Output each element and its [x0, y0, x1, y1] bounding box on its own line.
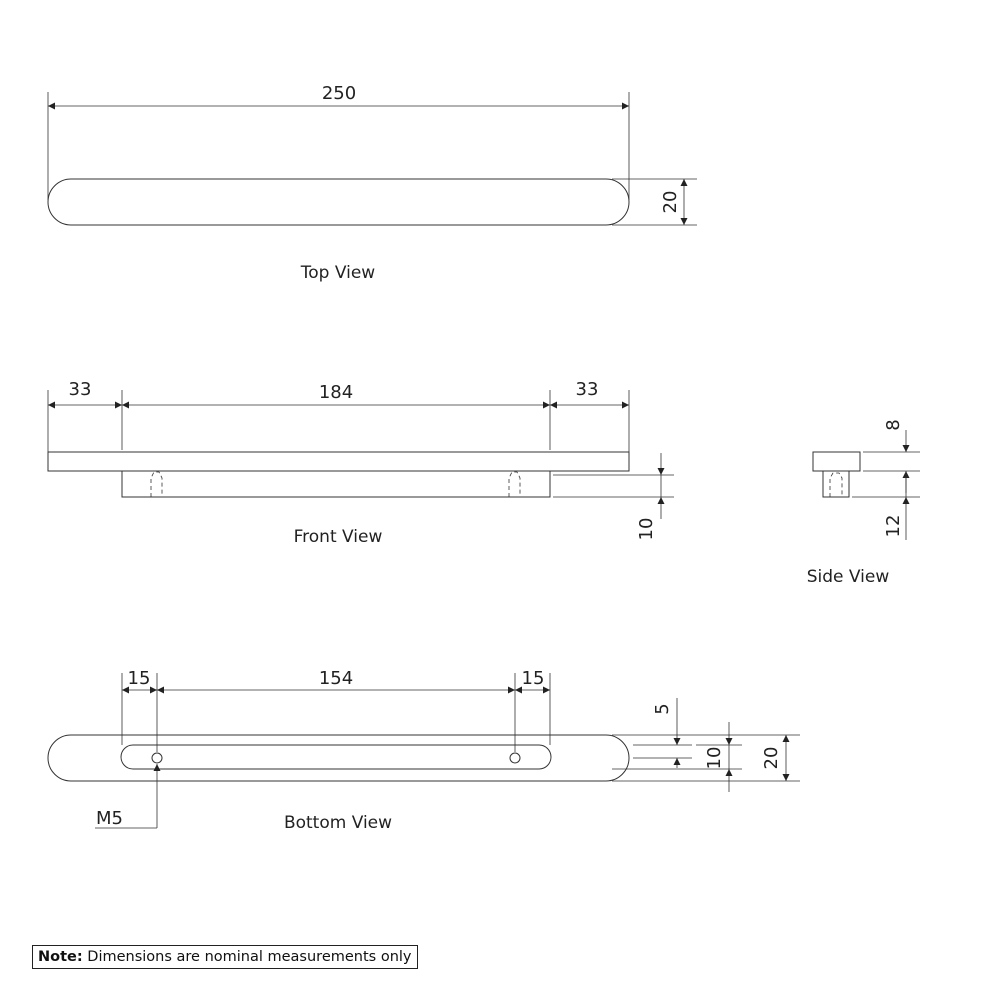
front-left-offset-label: 33: [69, 379, 92, 400]
bottom-left-hole: [151, 752, 163, 764]
side-view-caption: Side View: [807, 567, 890, 587]
front-view: 33 184 33 10 Front View: [47, 379, 674, 547]
top-length-label: 250: [322, 83, 356, 104]
side-view-top: [812, 451, 861, 472]
front-center-span-label: 184: [319, 382, 353, 403]
front-view-caption: Front View: [294, 527, 383, 547]
note-box: Note: Dimensions are nominal measurement…: [32, 945, 418, 969]
front-right-screw-hole: [508, 471, 521, 497]
bottom-view: 15 154 15 5 10 20 M5 Bottom View: [47, 668, 800, 833]
front-right-offset-label: 33: [576, 379, 599, 400]
top-view-caption: Top View: [300, 263, 376, 283]
bottom-right-offset-label: 15: [522, 668, 545, 689]
bottom-bar-width-label: 20: [761, 747, 782, 770]
bottom-hole-center-label: 5: [652, 703, 673, 714]
side-top-thickness-label: 8: [883, 419, 904, 430]
note-label: Note:: [38, 949, 83, 965]
side-view-leg: [822, 470, 850, 498]
front-left-screw-hole: [150, 471, 163, 497]
bottom-hole-spacing-label: 154: [319, 668, 353, 689]
bottom-view-outline: [47, 734, 630, 782]
thread-label: M5: [96, 808, 123, 829]
front-leg-height-label: 10: [636, 518, 657, 541]
front-view-base: [121, 470, 551, 498]
front-view-bar: [47, 451, 630, 472]
bottom-view-slot: [120, 744, 552, 770]
side-screw-hole: [829, 472, 843, 497]
bottom-left-offset-label: 15: [128, 668, 151, 689]
bottom-slot-width-label: 10: [704, 747, 725, 770]
top-view: 250 20 Top View: [47, 83, 697, 283]
bottom-right-hole: [509, 752, 521, 764]
side-view: 8 12 Side View: [807, 419, 920, 587]
top-width-label: 20: [660, 191, 681, 214]
bottom-view-caption: Bottom View: [284, 813, 392, 833]
side-leg-height-label: 12: [883, 515, 904, 538]
note-text: Dimensions are nominal measurements only: [87, 949, 412, 965]
top-view-outline: [47, 178, 630, 226]
